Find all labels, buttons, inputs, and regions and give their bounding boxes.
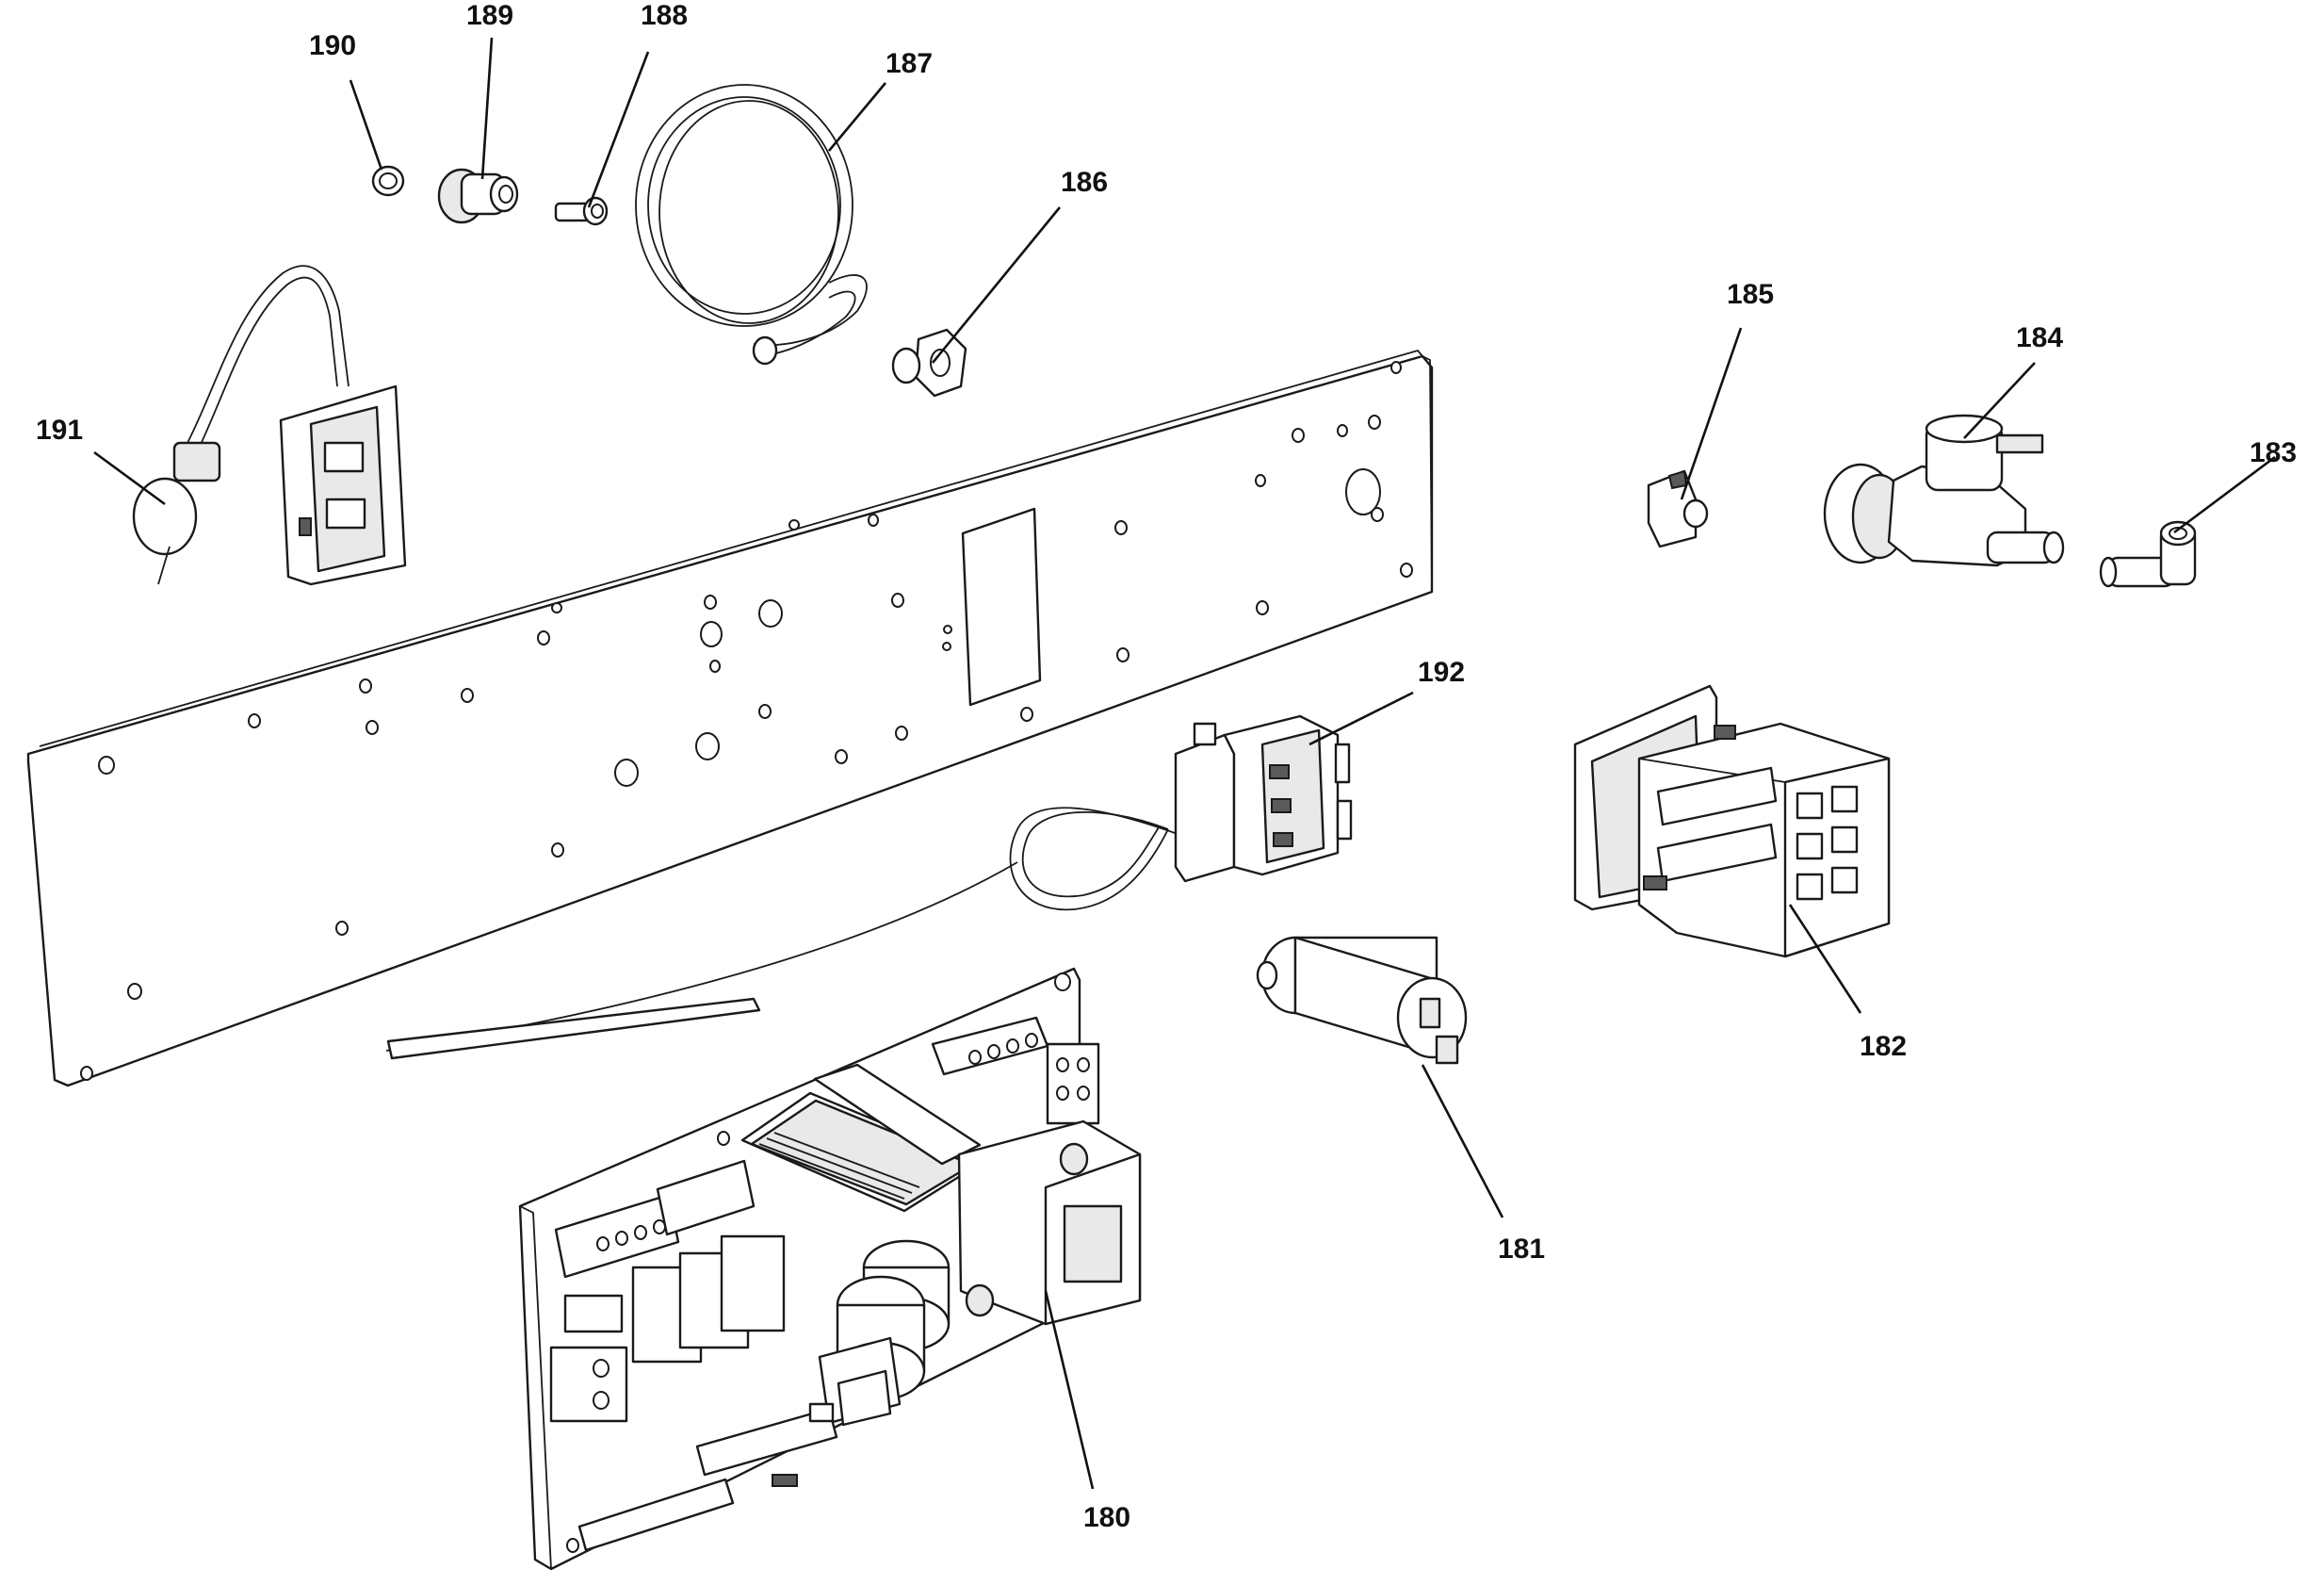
- knob-part: [437, 168, 519, 224]
- elbow-fitting-part: [2099, 520, 2197, 588]
- mounting-panel: [26, 349, 1434, 1087]
- pressure-switch-part: [132, 265, 407, 586]
- leader-lines: [93, 37, 2276, 1490]
- leader-182: [1788, 904, 1862, 1014]
- callout-181: 181: [1498, 1234, 1545, 1265]
- leader-191: [93, 450, 166, 506]
- callout-190: 190: [309, 30, 356, 61]
- callout-182: 182: [1860, 1031, 1907, 1062]
- leader-189: [480, 37, 494, 180]
- control-board-part: [518, 967, 1142, 1571]
- callout-183: 183: [2250, 437, 2297, 468]
- hose-part: [635, 84, 868, 366]
- leader-187: [828, 82, 886, 152]
- thermostat-part: [385, 714, 1353, 1060]
- contactor-part: [1573, 684, 1891, 958]
- callout-184: 184: [2016, 322, 2063, 353]
- callout-186: 186: [1061, 167, 1108, 198]
- washer-part: [371, 165, 405, 197]
- callout-189: 189: [466, 0, 513, 31]
- leader-188: [587, 51, 650, 208]
- leader-181: [1421, 1064, 1504, 1218]
- nut-part: [891, 328, 967, 398]
- leader-190: [349, 79, 383, 171]
- callout-187: 187: [886, 48, 933, 79]
- callout-185: 185: [1727, 279, 1774, 310]
- leader-185: [1680, 327, 1743, 500]
- water-valve-part: [1823, 414, 2065, 567]
- callout-191: 191: [36, 415, 83, 446]
- callout-192: 192: [1418, 657, 1465, 688]
- callout-180: 180: [1083, 1502, 1130, 1533]
- leader-186: [931, 206, 1062, 364]
- leader-183: [2173, 455, 2276, 534]
- leader-192: [1308, 691, 1414, 746]
- callout-labels: 190 189 188 187 186 185 184 183 191 192 …: [36, 0, 2297, 1533]
- leader-184: [1963, 362, 2036, 439]
- capacitor-part: [1256, 936, 1468, 1065]
- leader-180: [1044, 1290, 1095, 1490]
- callout-188: 188: [641, 0, 688, 31]
- clip-part: [1647, 469, 1709, 548]
- screw-part: [554, 196, 609, 226]
